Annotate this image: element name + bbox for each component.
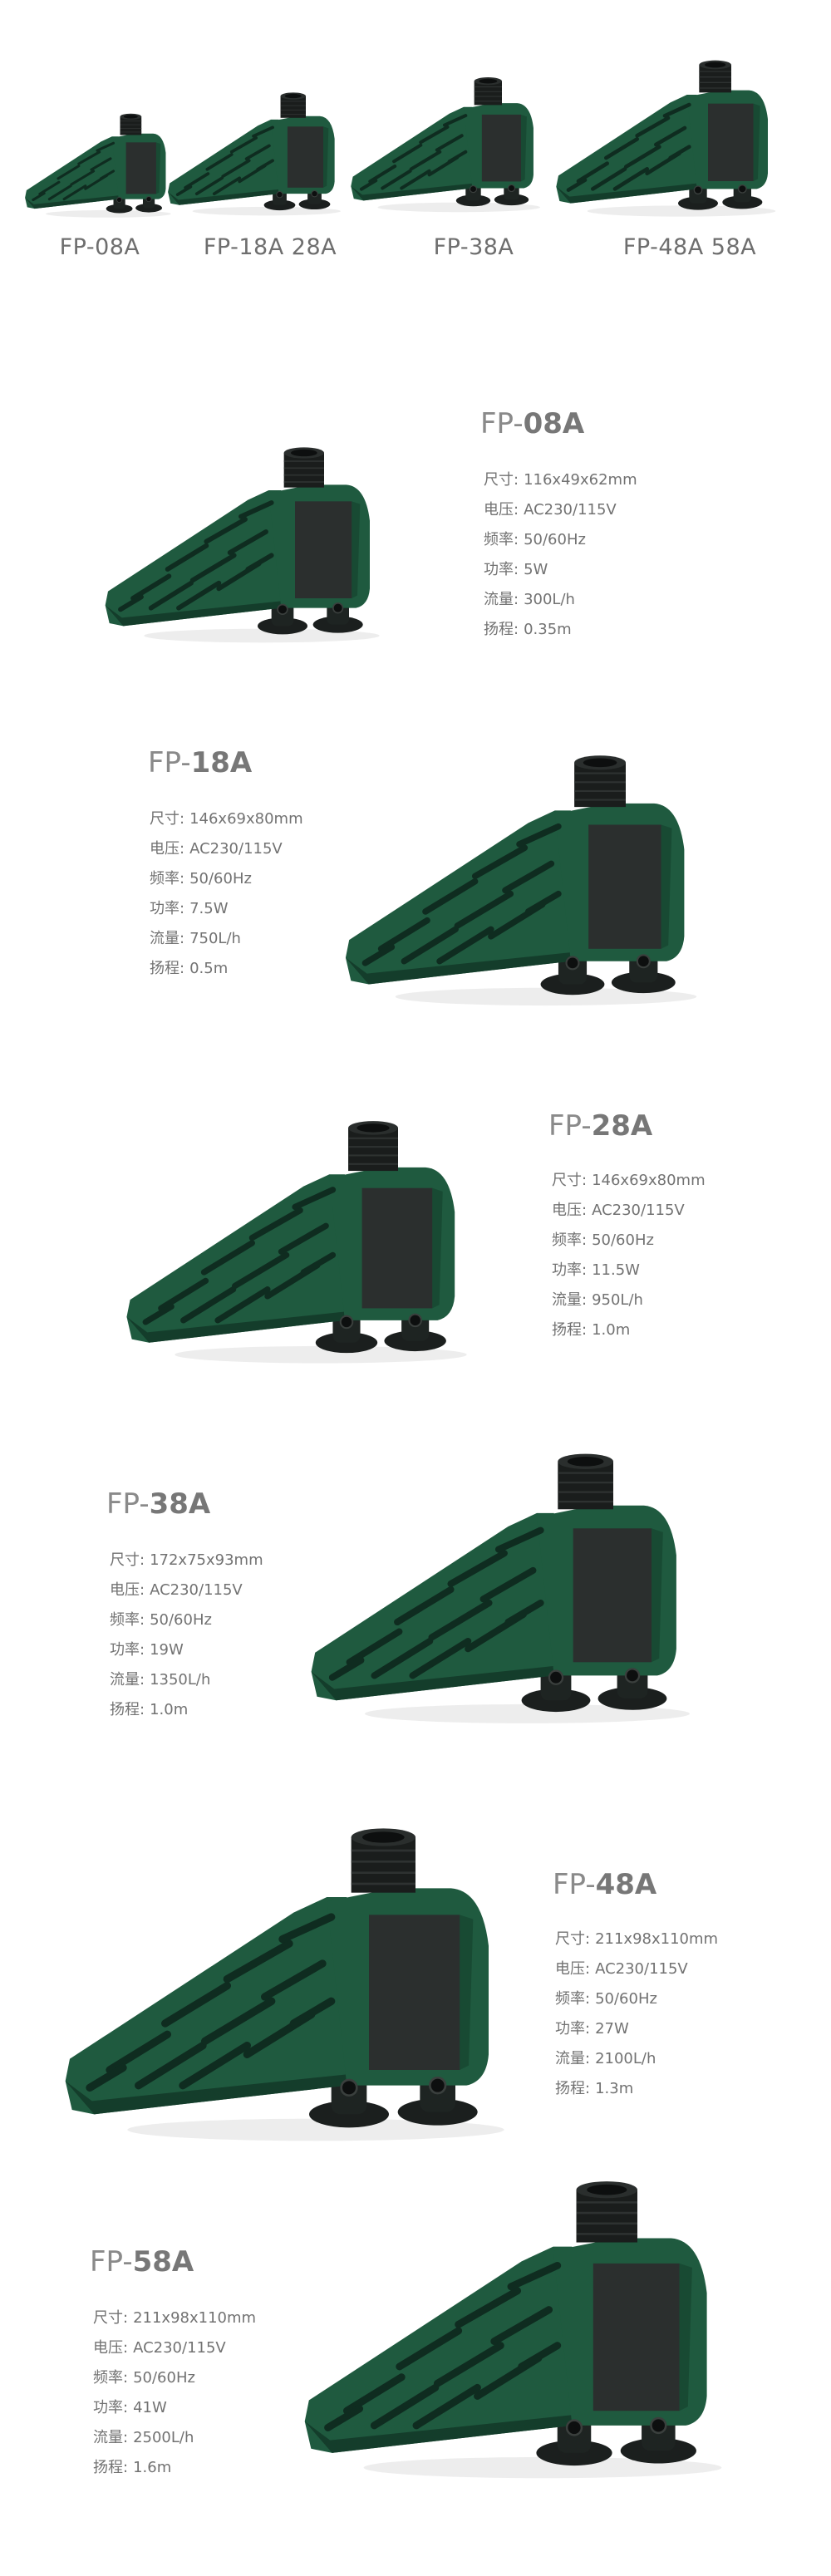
overview-label-fp-18a-28a: FP-18A 28A [203, 234, 337, 260]
pump-illustration [351, 77, 540, 213]
spec-list-fp-28a: 尺寸:146x69x80mm 电压:AC230/115V 频率:50/60Hz … [552, 1166, 706, 1345]
spec-voltage: 电压:AC230/115V [484, 501, 617, 519]
spec-frequency: 频率:50/60Hz [552, 1231, 654, 1249]
spec-frequency: 频率:50/60Hz [110, 1611, 212, 1629]
spec-voltage: 电压:AC230/115V [552, 1202, 685, 1219]
spec-list-fp-48a: 尺寸:211x98x110mm 电压:AC230/115V 频率:50/60Hz… [555, 1925, 718, 2104]
spec-flow: 流量:750L/h [150, 930, 241, 947]
spec-power: 功率:41W [93, 2399, 167, 2416]
product-title-fp-58a: FP-58A [90, 2245, 194, 2279]
spec-list-fp-18a: 尺寸:146x69x80mm 电压:AC230/115V 频率:50/60Hz … [150, 804, 303, 984]
spec-size: 尺寸:172x75x93mm [110, 1551, 263, 1569]
spec-frequency: 频率:50/60Hz [150, 870, 252, 887]
spec-power: 功率:27W [555, 2020, 629, 2038]
spec-frequency: 频率:50/60Hz [555, 1990, 657, 2008]
spec-voltage: 电压:AC230/115V [110, 1581, 243, 1599]
title-model: 28A [591, 1109, 653, 1143]
overview-label-fp-48a-58a: FP-48A 58A [622, 234, 757, 260]
title-model: 08A [523, 407, 585, 440]
product-title-fp-28a: FP-28A [548, 1109, 652, 1143]
pump-illustration [345, 755, 697, 1006]
spec-voltage: 电压:AC230/115V [93, 2339, 226, 2357]
spec-flow: 流量:1350L/h [110, 1671, 211, 1689]
product-title-fp-38a: FP-38A [106, 1487, 210, 1521]
product-image-fp-48a [58, 1824, 507, 2156]
product-image-fp-28a [108, 1118, 482, 1375]
product-image-fp-38a [295, 1450, 702, 1737]
spec-power: 功率:19W [110, 1641, 184, 1659]
title-model: 18A [190, 746, 253, 779]
spec-head: 扬程:0.35m [484, 621, 572, 638]
spec-size: 尺寸:146x69x80mm [552, 1172, 706, 1189]
spec-voltage: 电压:AC230/115V [555, 1960, 688, 1978]
overview-pump-fp-48a [548, 58, 781, 224]
spec-voltage: 电压:AC230/115V [150, 840, 283, 858]
pump-illustration [65, 1828, 504, 2141]
spec-list-fp-38a: 尺寸:172x75x93mm 电压:AC230/115V 频率:50/60Hz … [110, 1546, 263, 1725]
spec-power: 功率:5W [484, 561, 548, 578]
pump-illustration [25, 113, 171, 218]
title-prefix: FP- [548, 1109, 592, 1143]
spec-flow: 流量:300L/h [484, 591, 575, 608]
product-image-fp-18a [332, 752, 706, 1018]
product-title-fp-08a: FP-08A [480, 407, 584, 440]
overview-pump-fp-18a [166, 90, 341, 223]
spec-size: 尺寸:211x98x110mm [555, 1930, 719, 1948]
spec-head: 扬程:1.0m [552, 1321, 631, 1339]
spec-head: 扬程:0.5m [150, 960, 229, 977]
title-model: 38A [149, 1487, 211, 1521]
spec-power: 功率:11.5W [552, 1261, 640, 1279]
pump-illustration [126, 1121, 467, 1364]
title-model: 48A [595, 1868, 657, 1901]
title-prefix: FP- [90, 2245, 133, 2279]
spec-flow: 流量:2500L/h [93, 2429, 194, 2446]
product-image-fp-08a [100, 445, 382, 652]
spec-flow: 流量:2100L/h [555, 2050, 656, 2067]
spec-power: 功率:7.5W [150, 900, 229, 917]
spec-head: 扬程:1.6m [93, 2459, 172, 2476]
pump-illustration [105, 447, 380, 643]
spec-size: 尺寸:146x69x80mm [150, 810, 303, 828]
product-image-fp-58a [287, 2177, 735, 2493]
product-title-fp-48a: FP-48A [553, 1868, 656, 1901]
title-prefix: FP- [553, 1868, 596, 1901]
pump-illustration [168, 92, 341, 216]
title-model: 58A [132, 2245, 194, 2279]
spec-flow: 流量:950L/h [552, 1291, 643, 1309]
overview-pump-fp-08a [23, 112, 171, 223]
overview-label-fp-38a: FP-38A [433, 234, 514, 260]
spec-list-fp-08a: 尺寸:116x49x62mm 电压:AC230/115V 频率:50/60Hz … [484, 465, 637, 645]
pump-illustration [304, 2181, 722, 2479]
spec-list-fp-58a: 尺寸:211x98x110mm 电压:AC230/115V 频率:50/60Hz… [93, 2303, 256, 2483]
pump-illustration [556, 60, 776, 217]
spec-size: 尺寸:116x49x62mm [484, 471, 637, 489]
title-prefix: FP- [480, 407, 524, 440]
overview-pump-fp-38a [349, 73, 540, 221]
product-title-fp-18a: FP-18A [148, 746, 252, 779]
spec-frequency: 频率:50/60Hz [93, 2369, 195, 2387]
spec-head: 扬程:1.0m [110, 1701, 189, 1718]
spec-head: 扬程:1.3m [555, 2080, 634, 2097]
title-prefix: FP- [106, 1487, 150, 1521]
spec-size: 尺寸:211x98x110mm [93, 2309, 257, 2327]
overview-label-fp-08a: FP-08A [59, 234, 140, 260]
pump-illustration [311, 1453, 690, 1723]
title-prefix: FP- [148, 746, 191, 779]
spec-frequency: 频率:50/60Hz [484, 531, 586, 548]
